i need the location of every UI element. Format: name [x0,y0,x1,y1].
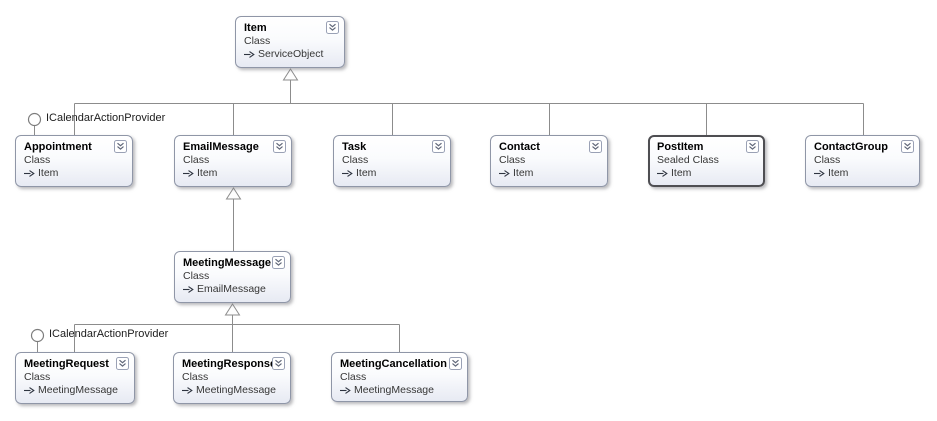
class-title: Appointment [24,141,92,153]
interface-label: ICalendarActionProvider [46,112,166,124]
inheritance-triangle [225,187,242,200]
class-title: Task [342,141,367,153]
double-chevron-down-icon [589,140,602,153]
class-title: MeetingRequest [24,358,109,370]
class-kind: Sealed Class [657,154,719,166]
inherits-row: Item [342,167,444,180]
double-chevron-down-icon [432,140,445,153]
class-kind: Class [24,371,51,383]
class-node-emailmessage[interactable]: EmailMessage Class Item [174,135,292,187]
inheritance-arrow-icon [657,169,668,178]
class-kind: Class [814,154,841,166]
class-kind: Class [24,154,51,166]
inheritance-arrow-icon [499,169,510,178]
interface-lollipop-icon [30,328,45,343]
class-title: PostItem [657,141,704,153]
collapse-chevron-button[interactable] [746,140,759,153]
double-chevron-down-icon [901,140,914,153]
collapse-chevron-button[interactable] [449,357,462,370]
class-kind: Class [183,154,210,166]
inherits-row: ServiceObject [244,48,338,61]
collapse-chevron-button[interactable] [432,140,445,153]
inherits-row: Item [814,167,913,180]
class-title: EmailMessage [183,141,259,153]
collapse-chevron-button[interactable] [589,140,602,153]
inheritance-triangle [224,303,241,316]
class-node-contact[interactable]: Contact Class Item [490,135,608,187]
class-kind: Class [499,154,526,166]
class-node-contactgroup[interactable]: ContactGroup Class Item [805,135,920,187]
class-node-meetingmessage[interactable]: MeetingMessage Class EmailMessage [174,251,291,303]
inheritance-arrow-icon [340,386,351,395]
inherits-row: Item [499,167,601,180]
inherits-parent: Item [38,167,59,179]
inheritance-arrow-icon [24,169,35,178]
collapse-chevron-button[interactable] [272,357,285,370]
class-kind: Class [183,270,210,282]
collapse-chevron-button[interactable] [116,357,129,370]
inherits-parent: Item [197,167,218,179]
inheritance-arrow-icon [24,386,35,395]
inherits-parent: MeetingMessage [38,384,118,396]
inheritance-triangle [282,68,299,81]
class-kind: Class [340,371,367,383]
class-node-meetingresponse[interactable]: MeetingResponse Class MeetingMessage [173,352,291,404]
class-title: MeetingResponse [182,358,277,370]
collapse-chevron-button[interactable] [272,256,285,269]
inheritance-arrow-icon [183,285,194,294]
inherits-parent: Item [513,167,534,179]
double-chevron-down-icon [272,357,285,370]
inherits-row: EmailMessage [183,283,284,296]
inheritance-arrow-icon [814,169,825,178]
inherits-row: MeetingMessage [340,384,461,397]
inherits-parent: MeetingMessage [196,384,276,396]
collapse-chevron-button[interactable] [273,140,286,153]
inheritance-arrow-icon [183,169,194,178]
class-title: MeetingMessage [183,257,272,269]
class-node-item[interactable]: Item Class ServiceObject [235,16,345,68]
double-chevron-down-icon [114,140,127,153]
collapse-chevron-button[interactable] [326,21,339,34]
inherits-row: Item [657,167,758,180]
class-title: ContactGroup [814,141,888,153]
class-kind: Class [342,154,369,166]
interface-lollipop-icon [27,112,42,127]
double-chevron-down-icon [449,357,462,370]
class-node-meetingcancellation[interactable]: MeetingCancellation Class MeetingMessage [331,352,468,402]
class-title: Contact [499,141,540,153]
double-chevron-down-icon [326,21,339,34]
inherits-parent: Item [356,167,377,179]
collapse-chevron-button[interactable] [901,140,914,153]
double-chevron-down-icon [746,140,759,153]
interface-label: ICalendarActionProvider [49,328,169,340]
class-node-postitem[interactable]: PostItem Sealed Class Item [648,135,765,187]
inherits-parent: ServiceObject [258,48,324,60]
class-title: Item [244,22,267,34]
inherits-parent: EmailMessage [197,283,266,295]
double-chevron-down-icon [116,357,129,370]
class-kind: Class [244,35,271,47]
inherits-parent: MeetingMessage [354,384,434,396]
class-node-meetingrequest[interactable]: MeetingRequest Class MeetingMessage [15,352,135,404]
class-kind: Class [182,371,209,383]
inherits-row: Item [183,167,285,180]
double-chevron-down-icon [273,140,286,153]
inherits-row: MeetingMessage [182,384,284,397]
inherits-row: Item [24,167,126,180]
collapse-chevron-button[interactable] [114,140,127,153]
inherits-parent: Item [671,167,692,179]
inherits-row: MeetingMessage [24,384,128,397]
inheritance-arrow-icon [182,386,193,395]
class-node-task[interactable]: Task Class Item [333,135,451,187]
inheritance-arrow-icon [342,169,353,178]
class-title: MeetingCancellation [340,358,447,370]
double-chevron-down-icon [272,256,285,269]
inheritance-arrow-icon [244,50,255,59]
inherits-parent: Item [828,167,849,179]
class-node-appointment[interactable]: Appointment Class Item [15,135,133,187]
